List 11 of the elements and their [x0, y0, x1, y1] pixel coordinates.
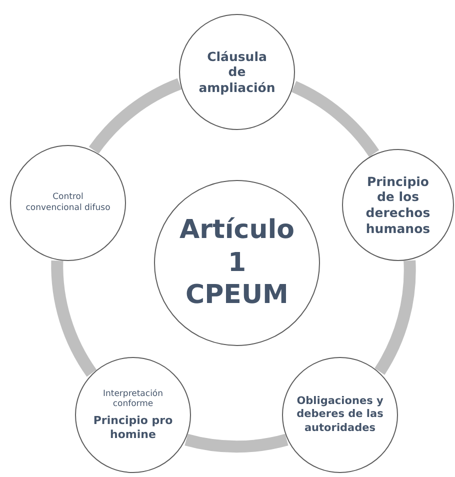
ring-segment	[51, 260, 97, 376]
node-text: Principio pro homine	[92, 414, 174, 442]
ring-segment	[374, 260, 416, 375]
node-text: Principio de los derechos humanos	[364, 174, 432, 236]
node-text: Artículo 1 CPEUM	[178, 214, 296, 312]
node-text: Interpretación conforme	[102, 388, 164, 410]
ring-segment	[185, 434, 288, 452]
node-text: Obligaciones y deberes de las autoridades	[296, 395, 384, 435]
node-text: Cláusula de ampliación	[198, 48, 276, 96]
node-text: Control convencional difuso	[25, 192, 111, 214]
ring-segment	[291, 81, 379, 158]
